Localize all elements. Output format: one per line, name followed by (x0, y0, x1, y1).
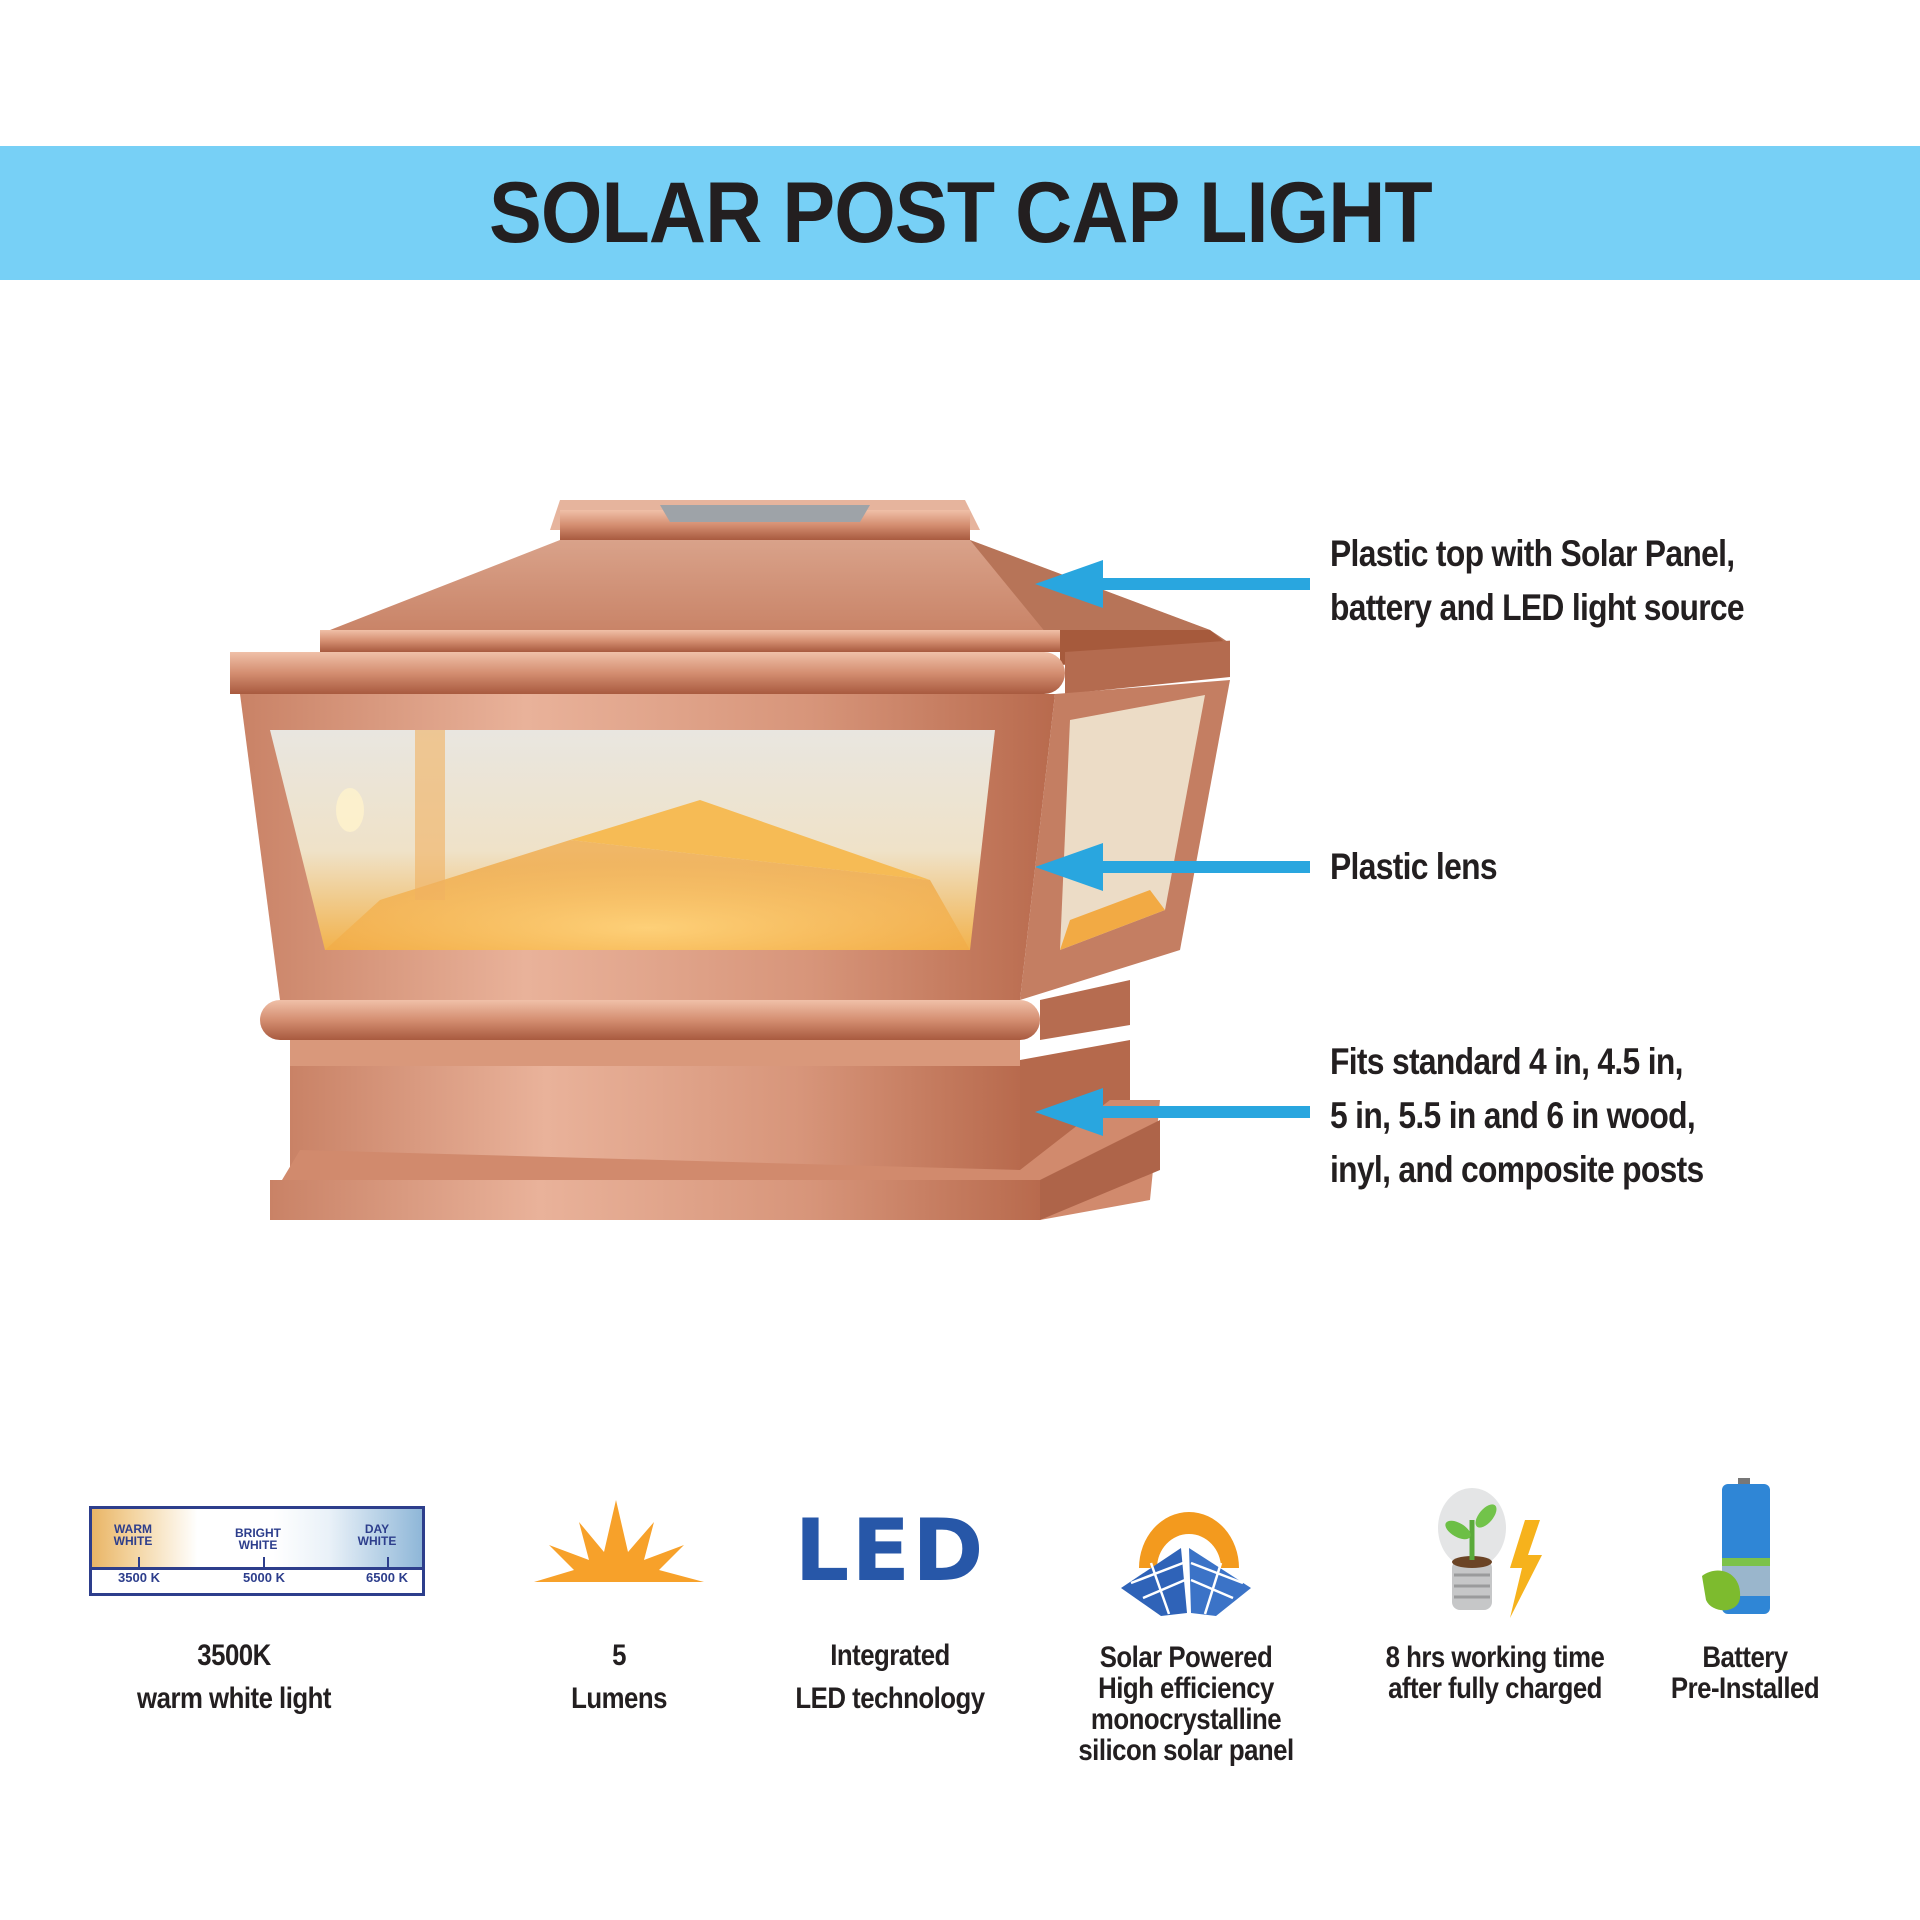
arrow-icon (1035, 560, 1310, 608)
callout-solar-top: Plastic top with Solar Panel, battery an… (1330, 533, 1745, 628)
arrow-icon (1035, 1088, 1310, 1136)
sun-burst-icon (534, 1500, 704, 1582)
eco-bulb-lightning-icon (1438, 1488, 1542, 1618)
led-logo-icon: LED (794, 1501, 986, 1601)
battery-leaf-icon (1702, 1478, 1770, 1614)
product-image (230, 500, 1230, 1220)
solar-panel-icon (1121, 1512, 1251, 1616)
page-title: SOLAR POST CAP LIGHT (488, 164, 1433, 261)
arrow-icon (1035, 843, 1310, 891)
callout-plastic-lens: Plastic lens (1330, 846, 1498, 887)
callout-post-fit: Fits standard 4 in, 4.5 in, 5 in, 5.5 in… (1330, 1041, 1704, 1190)
title-banner: SOLAR POST CAP LIGHT (0, 146, 1920, 280)
